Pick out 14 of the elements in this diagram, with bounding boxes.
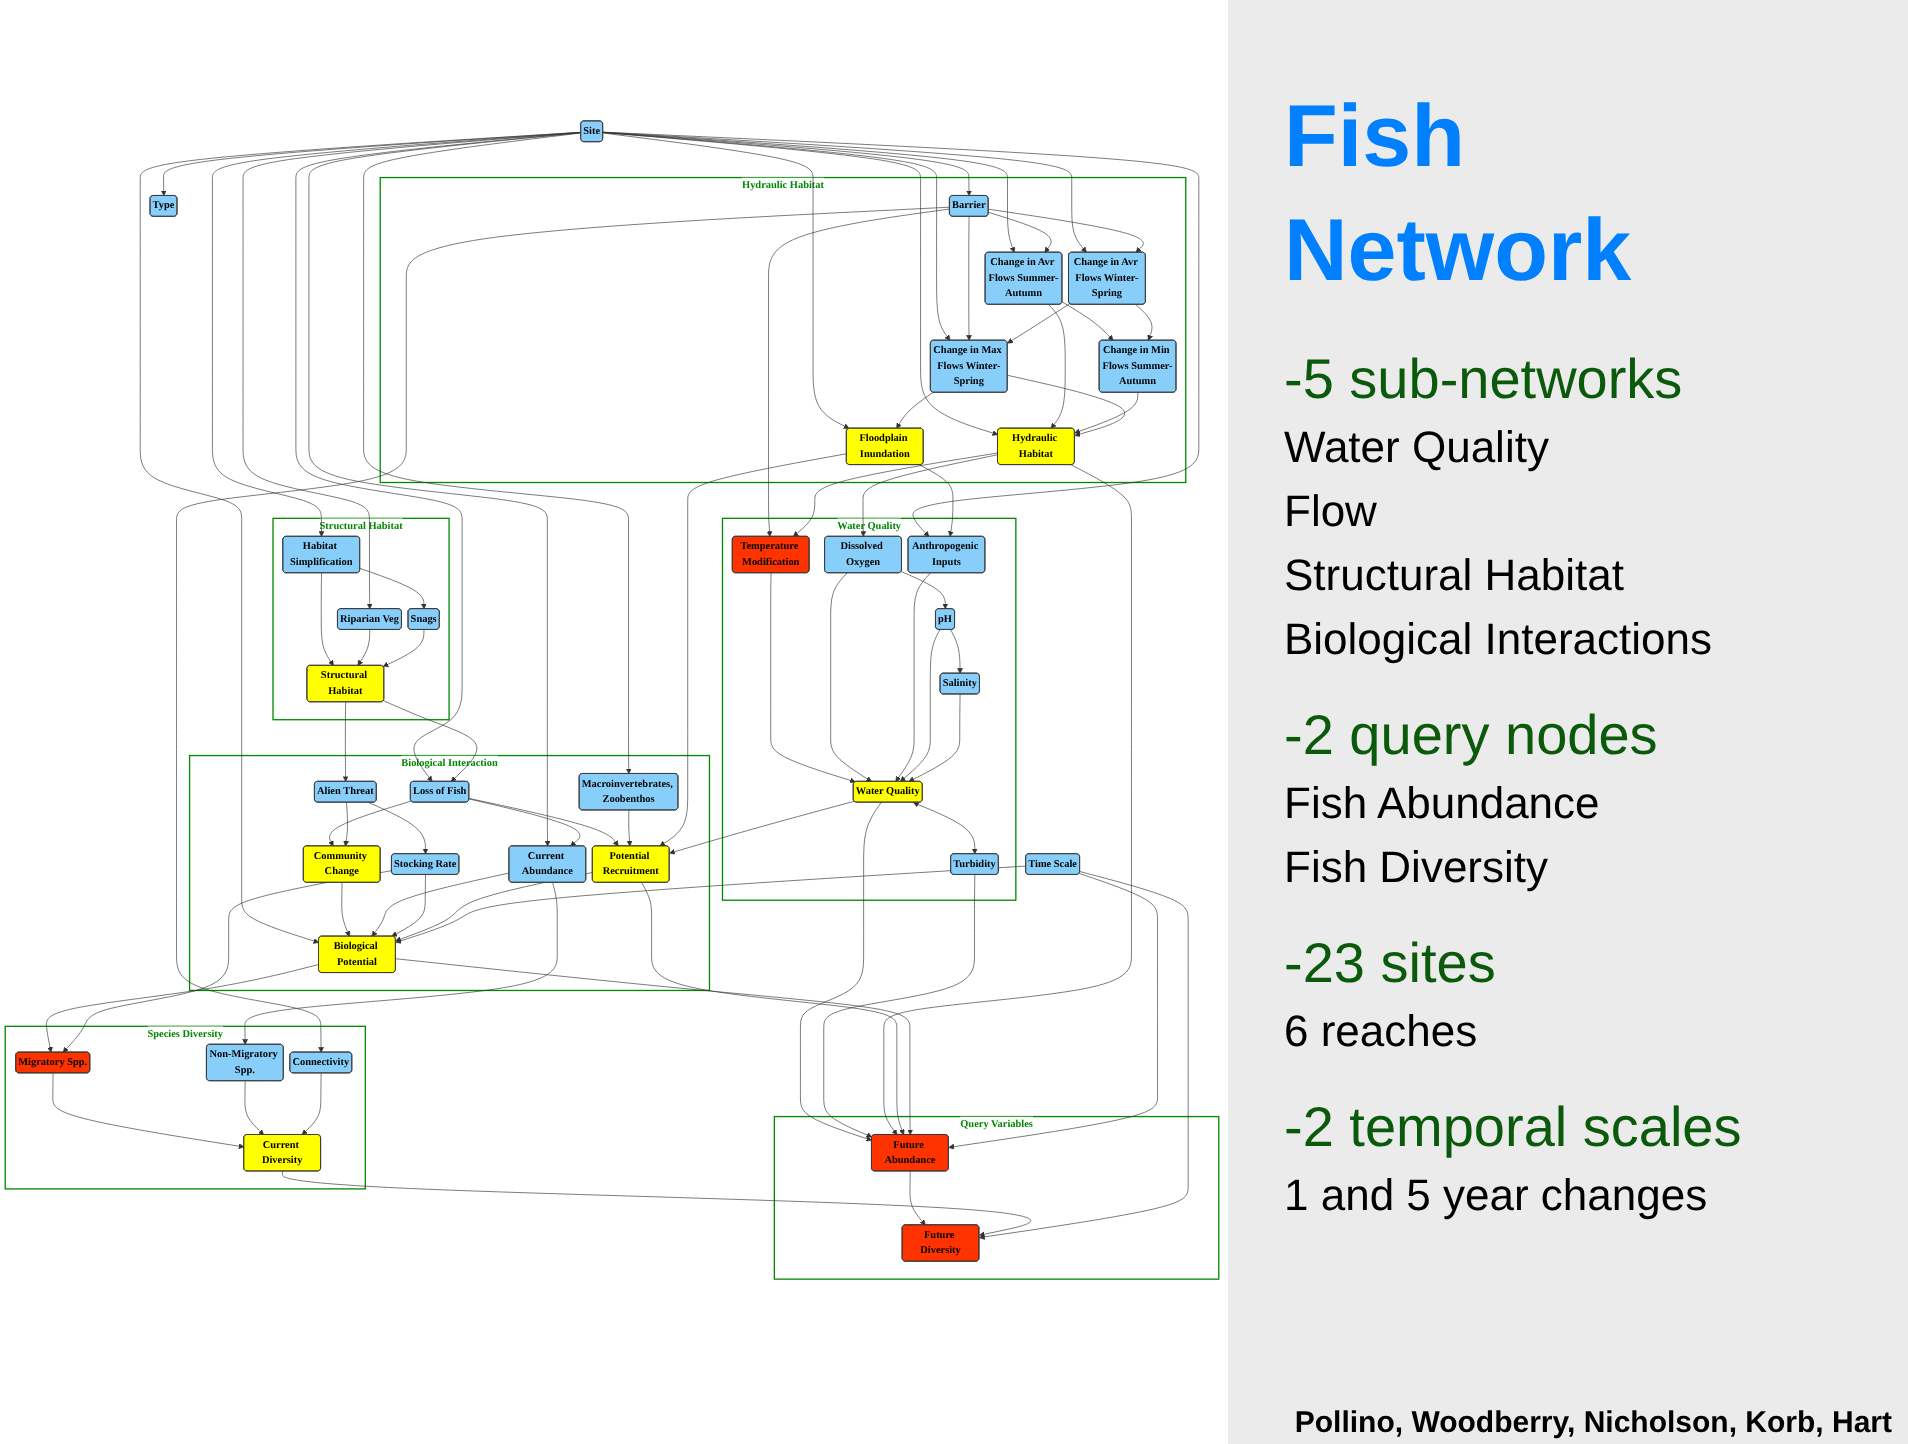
list-item: Fish Diversity <box>1284 840 1551 896</box>
list-item: Biological Interactions <box>1284 612 1715 668</box>
list-item: Flow <box>1284 484 1379 540</box>
list-item: Fish Abundance <box>1284 776 1602 832</box>
section-heading: -23 sites <box>1284 930 1498 998</box>
list-item: Structural Habitat <box>1284 548 1626 604</box>
list-item: 1 and 5 year changes <box>1284 1168 1710 1224</box>
title: Fish Network <box>1284 86 1634 305</box>
caption: Pollino, Woodberry, Nicholson, Korb, Hart <box>1294 1406 1892 1440</box>
section-heading: -2 temporal scales <box>1284 1094 1742 1162</box>
list-item: Water Quality <box>1284 420 1551 476</box>
list-item: 6 reaches <box>1284 1004 1480 1060</box>
section-heading: -2 query nodes <box>1284 702 1660 770</box>
section-heading: -5 sub-networks <box>1284 346 1685 414</box>
